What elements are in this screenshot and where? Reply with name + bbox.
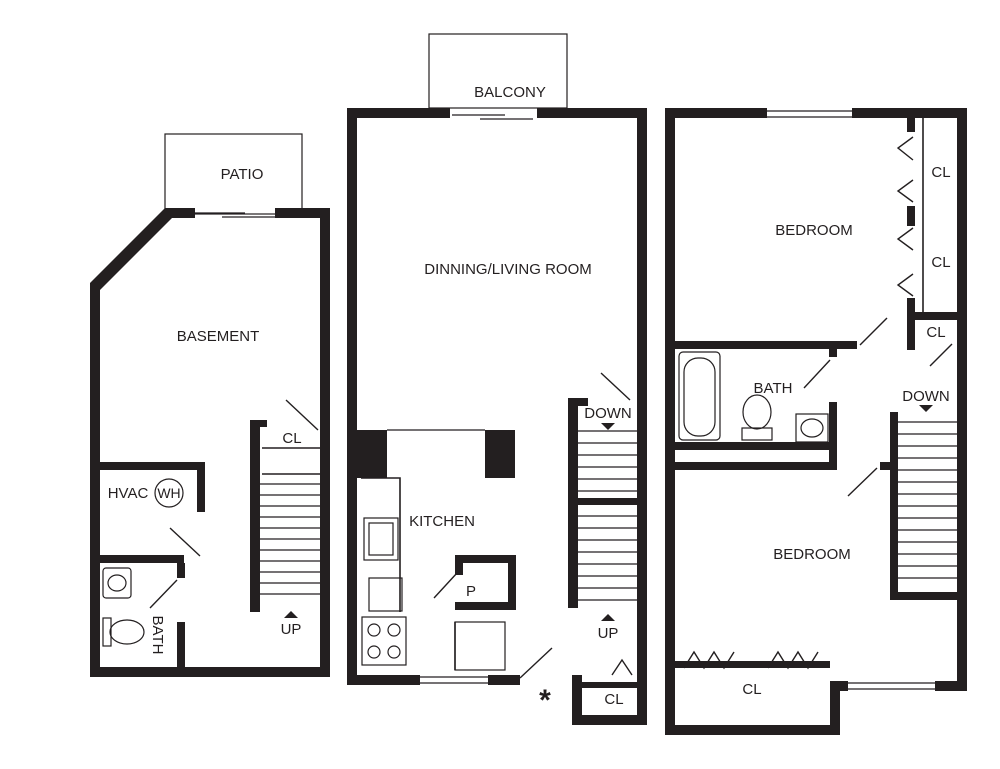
kitchen-window (420, 676, 488, 684)
patio-sliding-door (195, 212, 275, 218)
closet-bifold-door (896, 273, 914, 297)
stair-closet-door (600, 372, 631, 401)
main-closet-label: CL (604, 691, 623, 708)
bath-door (803, 359, 831, 389)
toilet-icon (741, 394, 773, 441)
up-arrow-icon (284, 611, 298, 618)
sink-icon (795, 413, 829, 443)
patio-outline (164, 133, 303, 215)
upper-bath-label: BATH (754, 380, 793, 397)
upper-stairs (898, 421, 957, 579)
pantry-label: P (466, 583, 476, 600)
main-stairs-up (578, 515, 637, 601)
main-floor: BALCONY DINNING/LIVING ROOM KITCHEN P DO… (347, 33, 647, 725)
down-arrow-icon (601, 423, 615, 430)
toilet-icon (102, 617, 145, 647)
sink-icon (102, 567, 132, 599)
water-heater-label: WH (157, 485, 180, 501)
stove-icon (361, 616, 407, 666)
main-stairs-down (578, 430, 637, 492)
closet-bifold-door (611, 658, 633, 676)
bottom-closet-label: CL (742, 681, 761, 698)
main-down-label: DOWN (584, 405, 632, 422)
bottom-bedroom-window (848, 682, 935, 690)
balcony-sliding-door (452, 114, 533, 120)
hvac-door (169, 527, 201, 557)
basement-floor: PATIO BASEMENT CL HVAC WH BATH UP (90, 133, 330, 677)
basement-up-label: UP (281, 621, 302, 638)
top-bedroom-window (767, 110, 852, 118)
down-arrow-icon (919, 405, 933, 412)
entry-door (519, 647, 553, 679)
closet-bifold-door (896, 227, 914, 251)
entry-asterisk: * (539, 684, 551, 717)
closet-bifold-door (767, 650, 819, 670)
bathtub-icon (678, 351, 721, 441)
bedroom-door (859, 317, 888, 346)
refrigerator-icon (454, 621, 506, 671)
balcony-label: BALCONY (474, 84, 546, 101)
bath-door (149, 579, 178, 609)
bedroom-door (847, 467, 878, 497)
closet-bifold-door (896, 179, 914, 203)
upper-closet-label-1: CL (931, 164, 950, 181)
kitchen-sink-icon (363, 517, 399, 561)
up-arrow-icon (601, 614, 615, 621)
upper-closet-label-2: CL (931, 254, 950, 271)
closet-door (285, 399, 319, 431)
pantry-door (433, 572, 458, 599)
balcony-outline (428, 33, 568, 109)
water-heater-icon (154, 478, 184, 508)
upper-down-label: DOWN (902, 388, 950, 405)
basement-stairs (260, 483, 320, 595)
closet-wall (250, 420, 260, 612)
closet-bifold-door (896, 136, 914, 161)
bottom-bedroom-label: BEDROOM (773, 546, 851, 563)
upper-floor: CL CL CL BEDROOM BATH DOWN BEDROOM CL (665, 108, 967, 735)
dishwasher-icon (368, 577, 403, 612)
hvac-label: HVAC (108, 485, 149, 502)
closet-door (929, 343, 953, 367)
main-up-label: UP (598, 625, 619, 642)
patio-label: PATIO (221, 166, 264, 183)
closet-bifold-door (683, 650, 735, 670)
basement-bath-label: BATH (149, 616, 166, 655)
upper-closet-label-3: CL (926, 324, 945, 341)
basement-closet-label: CL (282, 430, 301, 447)
living-room-label: DINNING/LIVING ROOM (424, 261, 592, 278)
kitchen-label: KITCHEN (409, 513, 475, 530)
basement-label: BASEMENT (177, 328, 260, 345)
top-bedroom-label: BEDROOM (775, 222, 853, 239)
